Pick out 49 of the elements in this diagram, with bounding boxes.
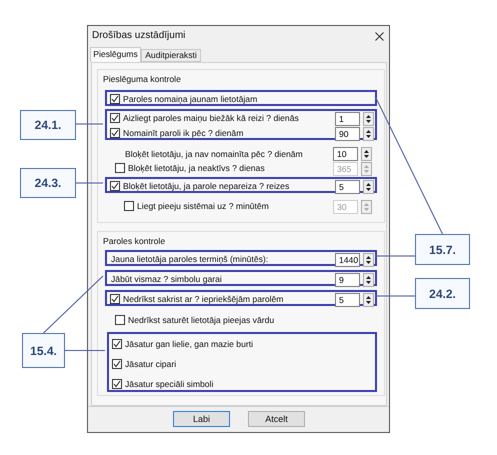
highlight-frame: [107, 332, 377, 392]
number-field: 9: [335, 273, 360, 287]
callout-number: 24.3.: [20, 168, 76, 198]
number-field: 30: [333, 200, 358, 214]
checkbox: Nedrīkst saturēt lietotāja pieejas vārdu: [115, 314, 274, 326]
callout-number: 15.7.: [415, 234, 470, 265]
button: Atcelt: [248, 411, 305, 427]
dialog-window: [87, 25, 390, 433]
leader-line: [76, 182, 104, 184]
leader-line: [374, 96, 443, 234]
leader-line: [64, 350, 106, 351]
group-box: [97, 69, 385, 223]
highlight-frame: [105, 109, 377, 140]
checkbox: Paroles nomaiņa jaunam lietotājam: [110, 93, 258, 105]
tab: Auditpieraksti: [141, 49, 201, 62]
button: Labi: [173, 411, 230, 427]
group-box: [97, 231, 385, 396]
number-field: 5: [335, 180, 360, 194]
checkbox: Liegt pieeju sistēmai uz ? minūtēm: [124, 200, 269, 212]
number-field: 5: [335, 293, 360, 307]
field-label: Jābūt vismaz ? simbolu garai: [111, 273, 222, 285]
callout-number: 24.1.: [20, 110, 76, 140]
highlight-frame: [105, 290, 377, 306]
highlight-frame: [105, 250, 377, 266]
field-label: Jauna lietotāja paroles termiņš (minūtēs):: [111, 253, 268, 265]
leader-line: [43, 276, 104, 334]
dialog-title: Drošības uzstādījumi: [92, 30, 186, 42]
callout-number: 15.4.: [22, 333, 65, 368]
checkbox: Aizliegt paroles maiņu biežāk kā reizi ? dienās: [110, 112, 299, 124]
field-label: Bloķēt lietotāju, ja nav nomainīta pēc ? dienām: [125, 148, 303, 160]
number-field: 1440: [335, 253, 360, 267]
checkbox: Nedrīkst sakrist ar ? iepriekšējām parolēm: [110, 293, 284, 305]
checkbox: Bloķēt lietotāju, ja neaktīvs ? dienas: [115, 162, 265, 174]
callout-number: 24.2.: [415, 278, 470, 309]
number-field: 90: [335, 127, 360, 141]
checkbox: Jāsatur cipari: [112, 358, 176, 370]
number-field: 10: [333, 147, 358, 161]
checkbox: Jāsatur gan lielie, gan mazie burti: [112, 338, 254, 350]
checkbox: Bloķēt lietotāju, ja parole nepareiza ? reizes: [110, 180, 290, 192]
highlight-frame: [105, 177, 377, 193]
number-field: 365: [333, 162, 358, 176]
checkbox: Nomainīt paroli ik pēc ? dienām: [110, 127, 244, 139]
active-tab: Pieslēgums: [90, 47, 141, 62]
highlight-frame: [105, 90, 377, 106]
group-title: Pieslēguma kontrole: [103, 73, 181, 85]
checkbox: Jāsatur speciāli simboli: [112, 378, 214, 390]
highlight-frame: [105, 270, 377, 286]
number-field: 1: [335, 112, 360, 126]
group-title: Paroles kontrole: [103, 235, 166, 247]
